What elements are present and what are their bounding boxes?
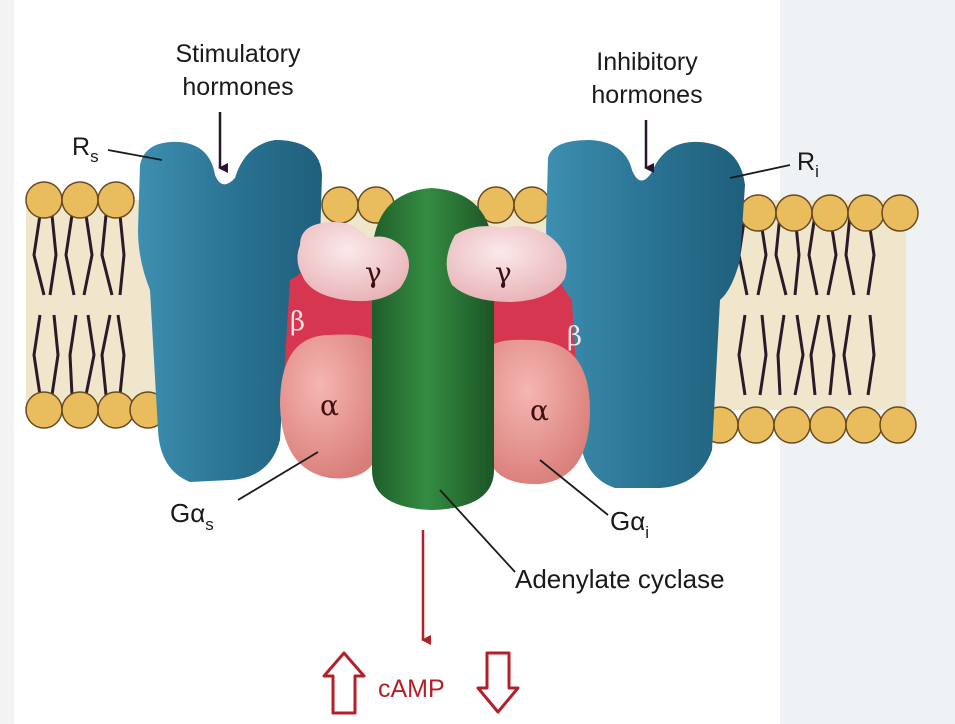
camp-increase-arrow — [324, 653, 364, 713]
rs-label: Rs — [72, 133, 99, 166]
ri-label-sub: i — [815, 162, 819, 181]
stimulatory-hormones-label-line1: Stimulatory — [175, 40, 301, 68]
camp-label: cAMP — [378, 675, 445, 703]
ri-label-main: R — [797, 148, 815, 176]
stimulatory-hormones-label-line2: hormones — [182, 73, 293, 101]
beta-label-left: β — [290, 307, 305, 337]
inhibitory-hormones-label-line2: hormones — [591, 81, 702, 109]
g-alpha-s-label: Gαs — [170, 498, 214, 534]
adenylate-cyclase-label: Adenylate cyclase — [515, 564, 725, 594]
camp-decrease-arrow — [478, 653, 518, 712]
g-alpha-i-label: Gαi — [610, 506, 649, 542]
g-alpha-s-sub: s — [205, 515, 214, 534]
gamma-label-left: γ — [365, 256, 382, 289]
g-alpha-i-main: Gα — [610, 506, 645, 536]
beta-label-right: β — [567, 322, 582, 352]
g-alpha-i-sub: i — [645, 523, 649, 542]
rs-label-main: R — [72, 133, 90, 161]
inhibitory-hormones-label-line1: Inhibitory — [596, 48, 698, 76]
g-alpha-s-main: Gα — [170, 498, 205, 528]
alpha-label-left: α — [320, 389, 339, 422]
gamma-label-right: γ — [495, 256, 512, 289]
alpha-label-right: α — [530, 394, 549, 427]
page-margin — [0, 0, 14, 724]
rs-label-sub: s — [90, 147, 99, 166]
